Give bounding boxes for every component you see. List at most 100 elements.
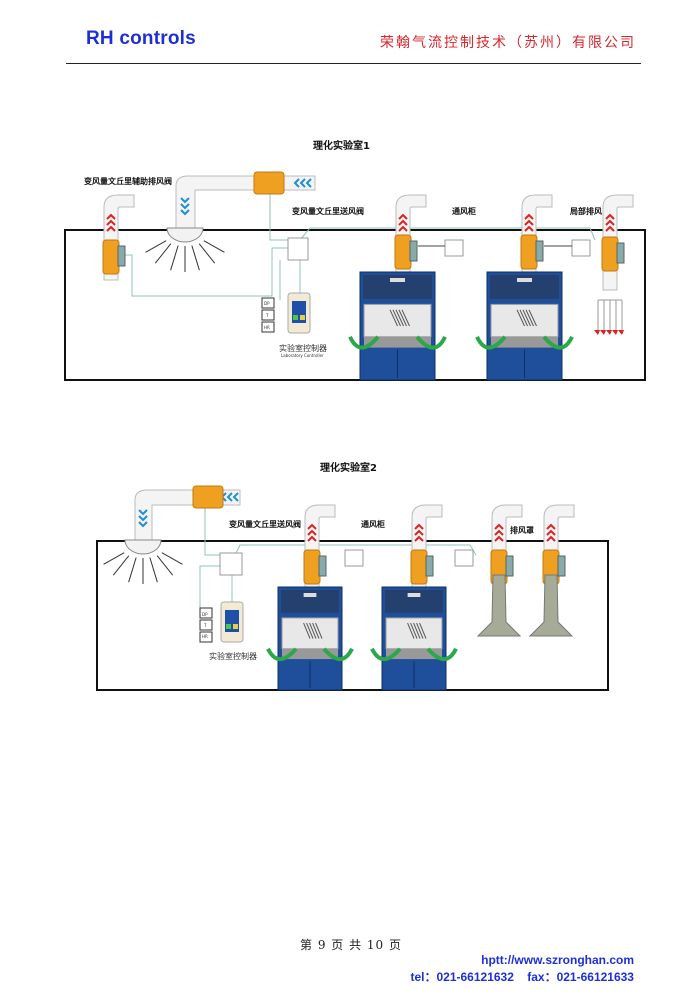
airflow-up-icon [546,535,556,542]
local-exhaust-nozzle [618,330,624,335]
sash-glare [315,622,323,639]
hood-header [281,590,339,613]
airflow-up-icon [106,225,116,232]
hood-header [490,275,559,299]
sash-glare [306,622,314,639]
lab2-title: 理化实验室2 [320,461,377,474]
air-distribution-arrow [203,240,225,253]
lab1-local-exhaust-label: 局部排风 [569,206,602,216]
header-divider [66,63,641,64]
lab1-supply-valve-label: 变风量文丘里送风阀 [292,206,364,216]
hood-header [385,590,443,613]
air-distribution-arrow [149,557,158,583]
airflow-up-icon [605,213,615,220]
contact-info: tel：021-66121632 fax：021-66121633 [410,970,634,984]
control-box [454,549,474,567]
hood-worksurface [491,336,558,348]
airflow-left-icon [299,178,306,188]
air-distribution-arrow [161,552,183,565]
lab2-controller-label: 实验室控制器 [209,651,257,661]
airflow-down-icon [138,509,148,516]
airflow-down-icon [138,521,148,528]
control-wire [269,190,288,241]
controller-button [233,624,238,629]
controller-button [300,315,305,320]
sash-glare [528,309,537,327]
valve-actuator [117,245,126,267]
sash-glare [401,309,410,327]
control-box [344,549,364,567]
exhaust-canopy-hood [528,574,574,637]
airflow-up-icon [494,529,504,536]
air-distribution-arrow [156,555,174,576]
control-wire [125,247,288,297]
sash-glare [522,309,531,327]
hood-worksurface [282,648,338,660]
local-exhaust-nozzle [594,330,600,335]
control-wire [204,505,220,556]
sensor-box [199,631,213,643]
company-name: 荣翰气流控制技术（苏州）有限公司 [380,35,636,51]
sash-glare [519,309,528,327]
hood-sash [385,617,443,650]
airflow-up-icon [546,529,556,536]
valve-actuator [425,555,434,577]
air-distribution-arrow [112,555,130,576]
sash-glare [525,309,534,327]
sash-glare [419,622,427,639]
supply-diffuser [166,227,204,243]
airflow-up-icon [398,219,408,226]
sensor-box [261,309,275,321]
venturi-valve [601,236,619,272]
brand-logo: RH controls [86,28,196,49]
airflow-left-icon [226,492,233,502]
control-box [219,552,243,576]
airflow-in-icon [542,335,574,350]
air-distribution-arrow [170,245,179,271]
lab1-sensor-hr: HR [264,325,270,330]
valve-actuator [535,240,544,262]
sash-glare [516,309,525,327]
valve-actuator [505,555,514,577]
hood-header [363,275,432,299]
website-link[interactable]: hptt://www.szronghan.com [481,953,634,967]
lab1-sensor-dp: DP [264,301,270,306]
airflow-up-icon [605,219,615,226]
supply-duct [134,489,241,541]
airflow-up-icon [307,535,317,542]
sash-glare [395,309,404,327]
control-wire [199,565,220,610]
airflow-in-icon [266,647,298,662]
airflow-up-icon [524,225,534,232]
hood-display [517,278,532,282]
lab1-aux-exhaust-label: 变风量文丘里辅助排风阀 [84,176,172,186]
airflow-up-icon [605,225,615,232]
control-box [287,237,309,261]
lab1-fume-hood-label: 通风柜 [452,206,476,216]
page-number: 第 9 页 共 10 页 [300,938,402,952]
airflow-up-icon [524,213,534,220]
sash-glare [407,622,415,639]
local-exhaust-nozzle [612,330,618,335]
sensor-box [261,297,275,309]
controller-button [226,624,231,629]
venturi-valve [410,549,428,585]
lab1-diagram [64,171,646,381]
airflow-up-icon [494,523,504,530]
airflow-up-icon [106,219,116,226]
exhaust-canopy-hood [476,574,522,637]
hood-display [390,278,405,282]
sash-glare [389,309,398,327]
local-exhaust-nozzle [600,330,606,335]
airflow-up-icon [414,529,424,536]
valve-actuator [409,240,418,262]
valve-actuator [616,242,625,264]
airflow-in-icon [348,335,380,350]
control-box [571,239,591,257]
airflow-left-icon [305,178,312,188]
sash-glare [398,309,407,327]
airflow-down-icon [180,209,190,216]
lab2-fume-hood-label: 通风柜 [361,519,385,529]
air-distribution-arrow [103,552,125,565]
